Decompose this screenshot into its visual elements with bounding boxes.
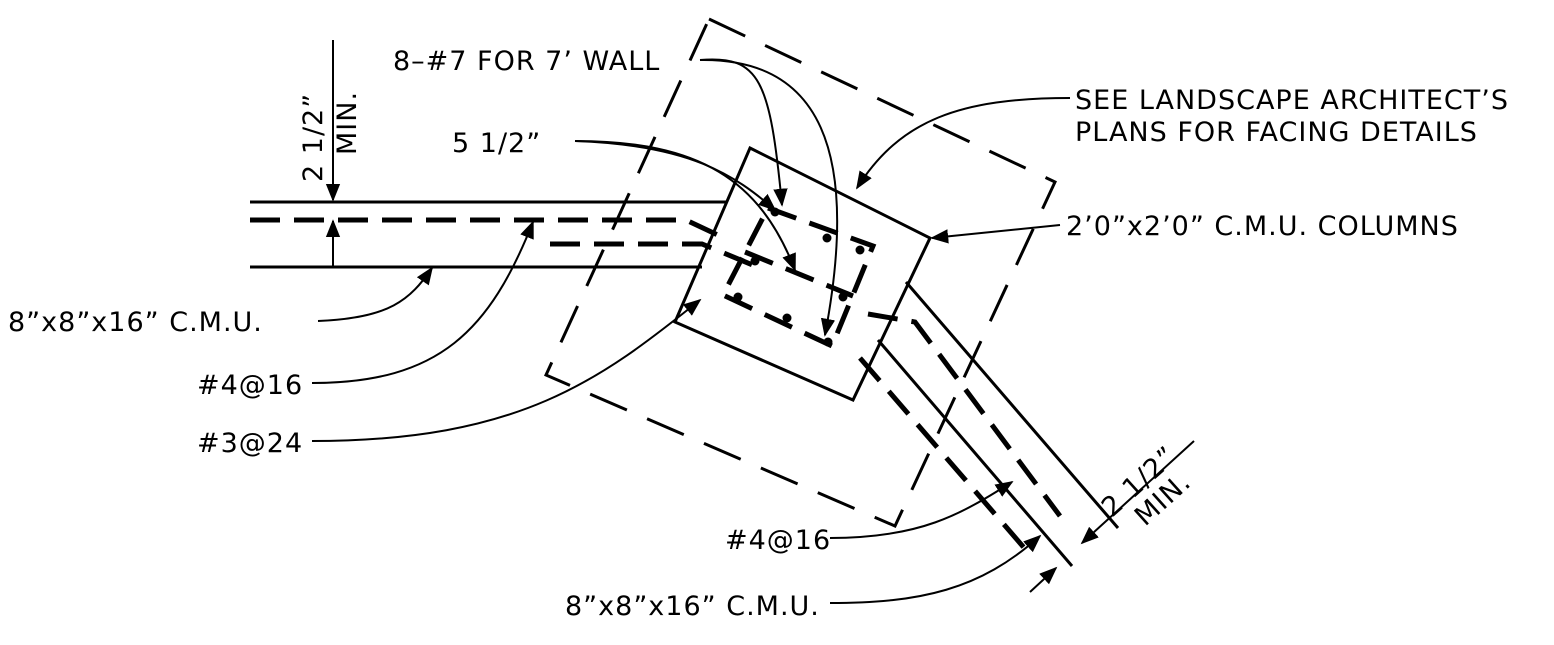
label-landscape-line1: SEE LANDSCAPE ARCHITECT’S (1075, 85, 1509, 116)
label-rebar-left: #4@16 (197, 370, 303, 401)
label-cmu-left: 8”x8”x16” C.M.U. (8, 307, 263, 338)
rebar-dots (733, 207, 865, 347)
footing-outline (543, 16, 1057, 528)
right-wall (858, 281, 1120, 567)
dim-left-min: MIN. (332, 91, 363, 155)
left-dimension: 2 1/2” MIN. (298, 40, 363, 267)
cmu-column (673, 145, 932, 402)
rebar-cage-divider (744, 249, 854, 299)
left-wall (250, 200, 761, 271)
dim-left-value: 2 1/2” (298, 93, 329, 182)
label-rebar-right: #4@16 (725, 525, 831, 556)
label-columns: 2’0”x2’0” C.M.U. COLUMNS (1066, 211, 1459, 242)
label-bar-spacing: 5 1/2” (452, 128, 541, 159)
label-landscape-line2: PLANS FOR FACING DETAILS (1075, 117, 1478, 148)
rebar-cage (719, 204, 877, 350)
right-dimension: 2 1/2” MIN. (1029, 440, 1197, 593)
label-ties: #3@24 (197, 428, 303, 459)
label-bars-7ft-wall: 8–#7 FOR 7’ WALL (393, 46, 660, 77)
label-cmu-right: 8”x8”x16” C.M.U. (565, 591, 820, 622)
leaders (311, 58, 1071, 604)
